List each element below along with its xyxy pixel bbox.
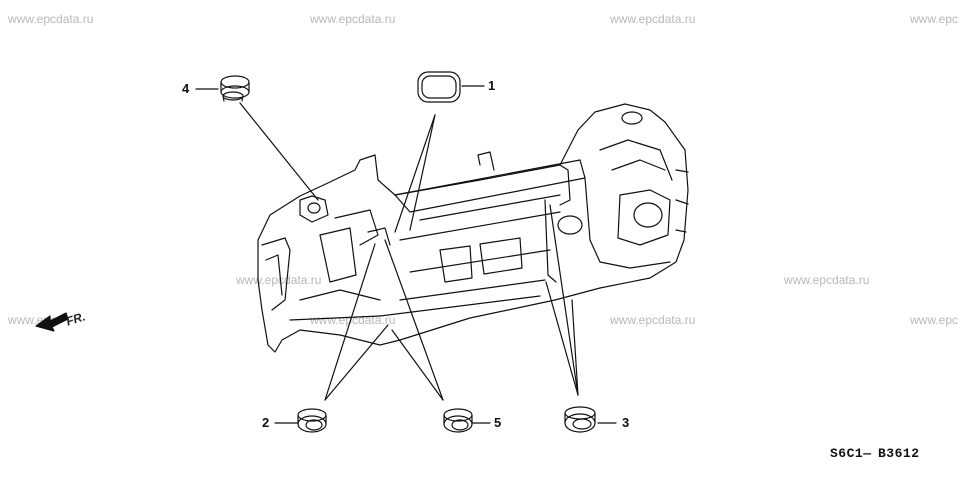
callout-part-1[interactable]: 1 [488,78,496,93]
leader-1a [409,114,436,231]
leader-4a [239,102,319,201]
watermark-6: www.epcdata.ru [784,273,870,287]
watermark-3: www.epcdata.ru [610,12,696,26]
watermark-10: www.epc [910,313,959,327]
leader-1b [394,114,436,233]
leader-5a [384,239,444,401]
watermark-1: www.epcdata.ru [8,12,94,26]
watermark-4: www.epc [910,12,959,26]
vehicle-floor-frame-drawing [257,103,689,353]
leader-2b [324,324,389,401]
callout-part-4[interactable]: 4 [182,81,190,96]
diagram-code-right: B3612 [878,446,920,461]
watermark-2: www.epcdata.ru [310,12,396,26]
watermark-9: www.epcdata.ru [610,313,696,327]
grommet-4-drawing [220,75,250,102]
grommet-1-drawing [417,71,461,103]
grommet-2-drawing [297,408,327,433]
leader-2a [324,243,376,401]
front-direction-arrow [35,312,69,332]
leader-3c [571,299,579,396]
leader-3b [545,281,579,396]
grommet-3-drawing [564,406,596,433]
leader-5b [391,329,444,401]
watermark-5: www.epcdata.ru [236,273,322,287]
leader-3a [549,204,579,396]
callout-part-3[interactable]: 3 [622,415,630,430]
callout-part-2[interactable]: 2 [262,415,270,430]
callout-part-5[interactable]: 5 [494,415,502,430]
diagram-code-left: S6C1— [830,446,872,461]
grommet-5-drawing [443,408,473,433]
